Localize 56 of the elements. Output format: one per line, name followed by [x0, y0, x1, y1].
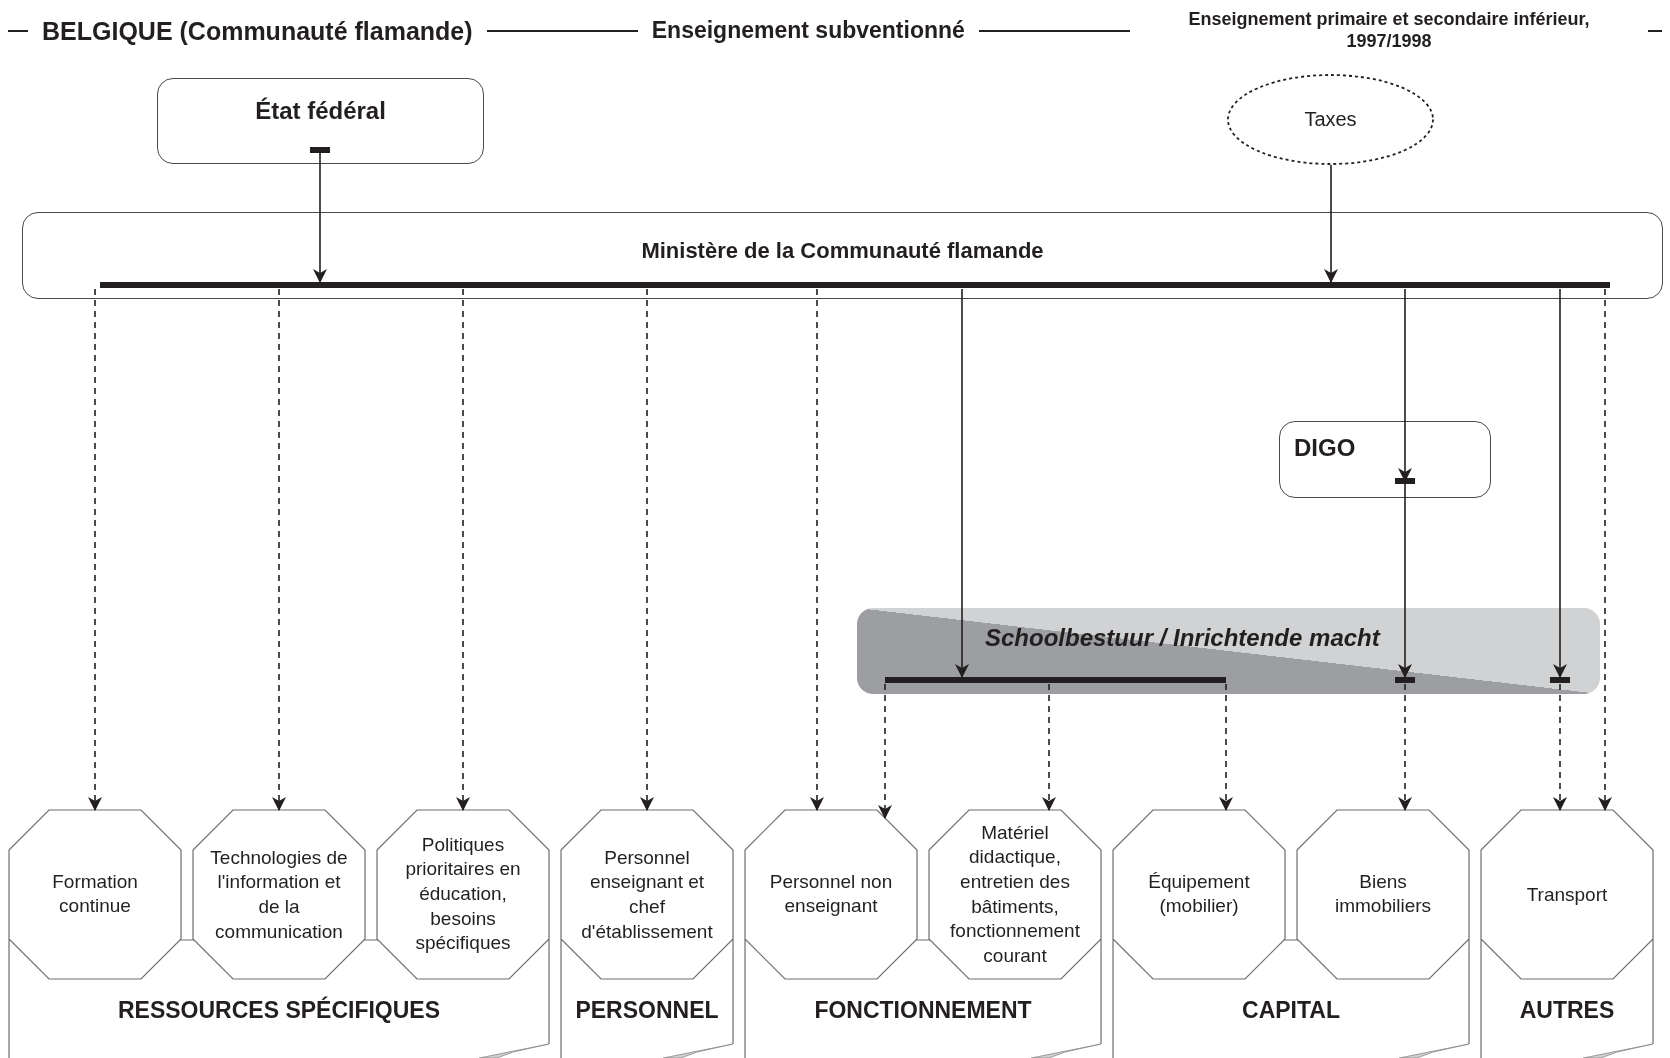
category-panel: [561, 940, 733, 1058]
octagon: [1297, 810, 1469, 979]
title: BELGIQUE (Communauté flamande): [42, 16, 473, 46]
node-label: CAPITAL: [1241, 996, 1341, 1025]
node-label: AUTRES: [1518, 996, 1616, 1025]
arrow: [456, 288, 470, 811]
arrow: [313, 151, 327, 283]
arrow: [1398, 483, 1412, 678]
node-label: Schoolbestuur / Inrichtende macht: [985, 623, 1380, 653]
octagon: [1481, 810, 1653, 979]
arrow: [640, 288, 654, 811]
node-label: Personnel enseignant et chef d'établissement: [580, 845, 714, 944]
rounded-box: [22, 212, 1663, 299]
shaded-band: [857, 608, 1600, 694]
octagon: [193, 810, 365, 979]
category-panel: [745, 940, 1101, 1058]
category-panel: [1481, 940, 1653, 1058]
arrow: [1324, 164, 1338, 283]
category-panel: [1113, 940, 1469, 1058]
octagon: [377, 810, 549, 979]
node-label: Politiques prioritaires en éducation, besoins spécifiques: [404, 832, 522, 956]
rounded-box: [1279, 421, 1491, 498]
header-label: Enseignement primaire et secondaire inférieur, 1997/1998: [1187, 9, 1591, 53]
octagon: [9, 810, 181, 979]
node-label: Formation continue: [51, 869, 139, 919]
arrow: [1219, 683, 1233, 811]
rounded-box: [157, 78, 484, 164]
arrow: [878, 683, 892, 819]
octagon: [745, 810, 917, 979]
dashed-ellipse: [1227, 74, 1434, 165]
arrow: [810, 288, 824, 811]
arrow: [88, 288, 102, 811]
node-label: DIGO: [1294, 433, 1356, 463]
node-label: Biens immobiliers: [1333, 869, 1433, 919]
node-label: FONCTIONNEMENT: [813, 996, 1033, 1025]
node-label: Taxes: [1303, 107, 1358, 132]
arrow: [1398, 683, 1412, 811]
arrow: [272, 288, 286, 811]
octagon: [929, 810, 1101, 979]
node-label: Personnel non enseignant: [768, 869, 894, 919]
node-label: RESSOURCES SPÉCIFIQUES: [116, 996, 442, 1025]
node-label: État fédéral: [254, 96, 387, 126]
node-label: Équipement (mobilier): [1147, 869, 1251, 919]
arrow: [1598, 288, 1612, 811]
arrow: [1553, 288, 1567, 678]
node-label: Ministère de la Communauté flamande: [640, 237, 1045, 265]
node-label: Technologies de l'information et de la communication: [209, 845, 349, 944]
arrow: [1042, 683, 1056, 811]
node-label: Transport: [1525, 882, 1609, 907]
arrow: [955, 288, 969, 678]
arrow: [1553, 683, 1567, 811]
node-label: PERSONNEL: [574, 996, 720, 1025]
node-label: Matériel didactique, entretien des bâtiments, fonctionnement courant: [949, 820, 1081, 968]
octagon: [1113, 810, 1285, 979]
header-label: Enseignement subventionné: [651, 17, 965, 45]
octagon: [561, 810, 733, 979]
